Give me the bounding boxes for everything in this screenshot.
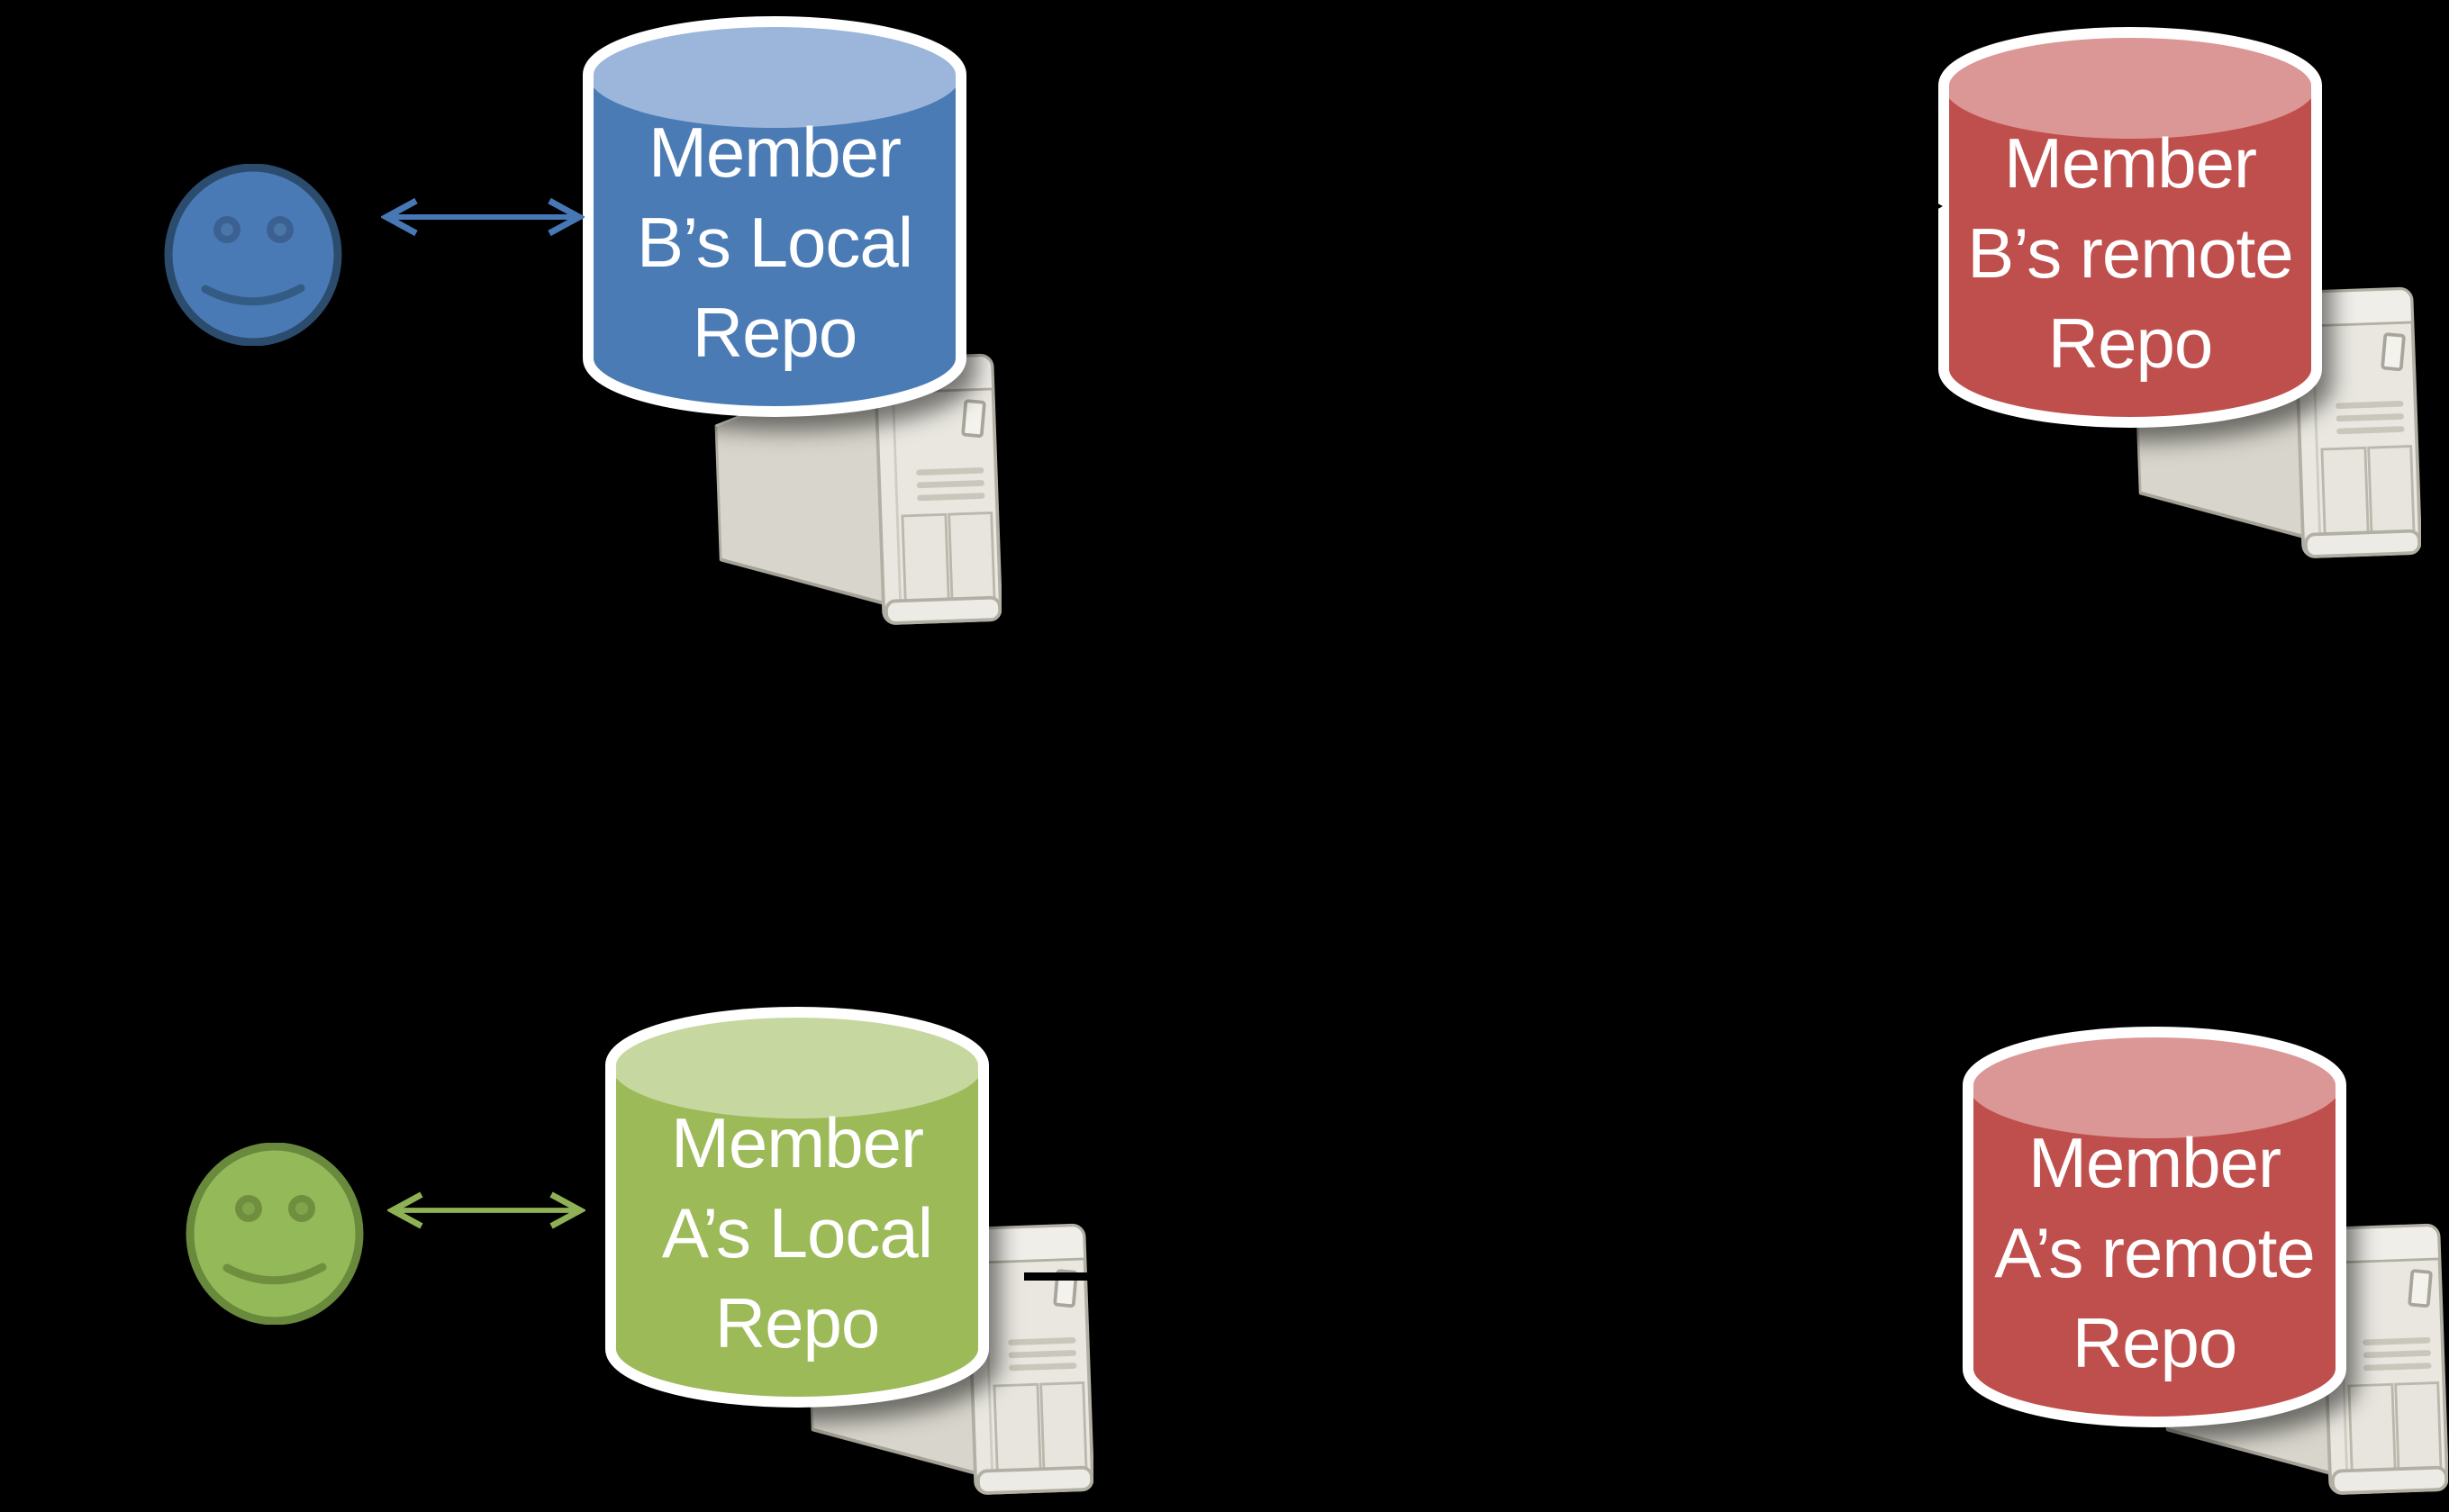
smiley-eye-left-pupil [221, 223, 233, 236]
cylinder-outline [1963, 1027, 2346, 1427]
smiley-eye-left-pupil [242, 1202, 255, 1215]
cylinder-top [1968, 1032, 2341, 1138]
repo-cylinder-a-remote: Member A’s remote Repo [1956, 1020, 2353, 1427]
cylinder-outline [1938, 27, 2322, 428]
arrowhead-right [548, 197, 585, 237]
repo-label-line: Member [670, 1103, 924, 1182]
repo-label-line: Repo [692, 293, 857, 372]
repo-cylinder-a-local: Member A’s Local Repo [599, 1000, 995, 1408]
database-cylinder-icon [1963, 1027, 2346, 1427]
arrowhead-left [387, 1191, 423, 1229]
smiley-face [186, 1143, 364, 1325]
repo-label-b-local: Member B’s Local Repo [576, 107, 973, 377]
double-arrow-a-icon [387, 1191, 585, 1229]
repo-label-line: A’s remote [1994, 1213, 2316, 1292]
repo-label-a-local: Member A’s Local Repo [599, 1098, 995, 1368]
repo-label-line: B’s remote [1967, 213, 2293, 293]
cylinder-top [611, 1012, 984, 1118]
repo-label-line: Member [648, 113, 902, 192]
database-cylinder-icon [583, 16, 966, 417]
repo-cylinder-b-remote: Member B’s remote Repo [1932, 21, 2328, 428]
repo-label-b-remote: Member B’s remote Repo [1932, 118, 2328, 388]
arrowhead-left [381, 197, 418, 237]
database-cylinder-icon [605, 1007, 989, 1408]
repo-label-line: Repo [2047, 303, 2213, 383]
database-cylinder-icon [1938, 27, 2322, 428]
smiley-mouth [201, 284, 305, 306]
repo-label-line: Member [2027, 1123, 2281, 1202]
repo-label-line: B’s Local [636, 203, 913, 282]
smiley-face [164, 164, 342, 346]
cylinder-top [588, 22, 961, 128]
arrowhead-right [549, 1191, 585, 1229]
connector-dash [1024, 1272, 1090, 1281]
repo-label-a-remote: Member A’s remote Repo [1956, 1118, 2353, 1388]
cylinder-top [1944, 32, 2317, 139]
smiley-mouth [222, 1263, 327, 1285]
cylinder-outline [605, 1007, 989, 1408]
double-arrow-b-icon [381, 197, 585, 237]
remote-connector-dash-fragment [1024, 1272, 1090, 1281]
repo-cylinder-b-local: Member B’s Local Repo [576, 10, 973, 417]
repo-label-line: Repo [714, 1283, 880, 1363]
repo-label-line: A’s Local [661, 1193, 933, 1272]
repo-label-line: Member [2003, 123, 2257, 203]
arrowhead-triangle [1910, 188, 1943, 224]
push-arrowhead-fragment-icon [1910, 188, 1943, 224]
smiley-eye-right-pupil [274, 223, 286, 236]
member-b-smiley-icon [164, 164, 342, 346]
smiley-eye-right-pupil [295, 1202, 308, 1215]
member-a-smiley-icon [186, 1143, 364, 1325]
repo-label-line: Repo [2072, 1303, 2237, 1382]
cylinder-outline [583, 16, 966, 417]
